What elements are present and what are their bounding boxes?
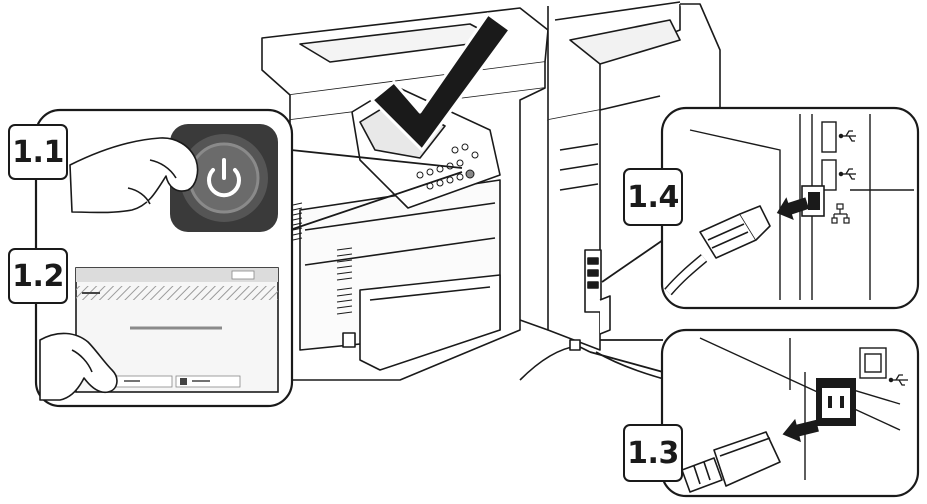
printer-front <box>262 8 548 380</box>
callout-panel-power <box>662 330 918 496</box>
step-label-1-1: 1.1 <box>8 124 68 180</box>
step-label-1-3: 1.3 <box>623 424 683 482</box>
step-label-1-4: 1.4 <box>623 168 683 226</box>
power-socket <box>816 378 856 426</box>
callout-panel-network <box>662 108 918 308</box>
step-label-1-2: 1.2 <box>8 248 68 304</box>
